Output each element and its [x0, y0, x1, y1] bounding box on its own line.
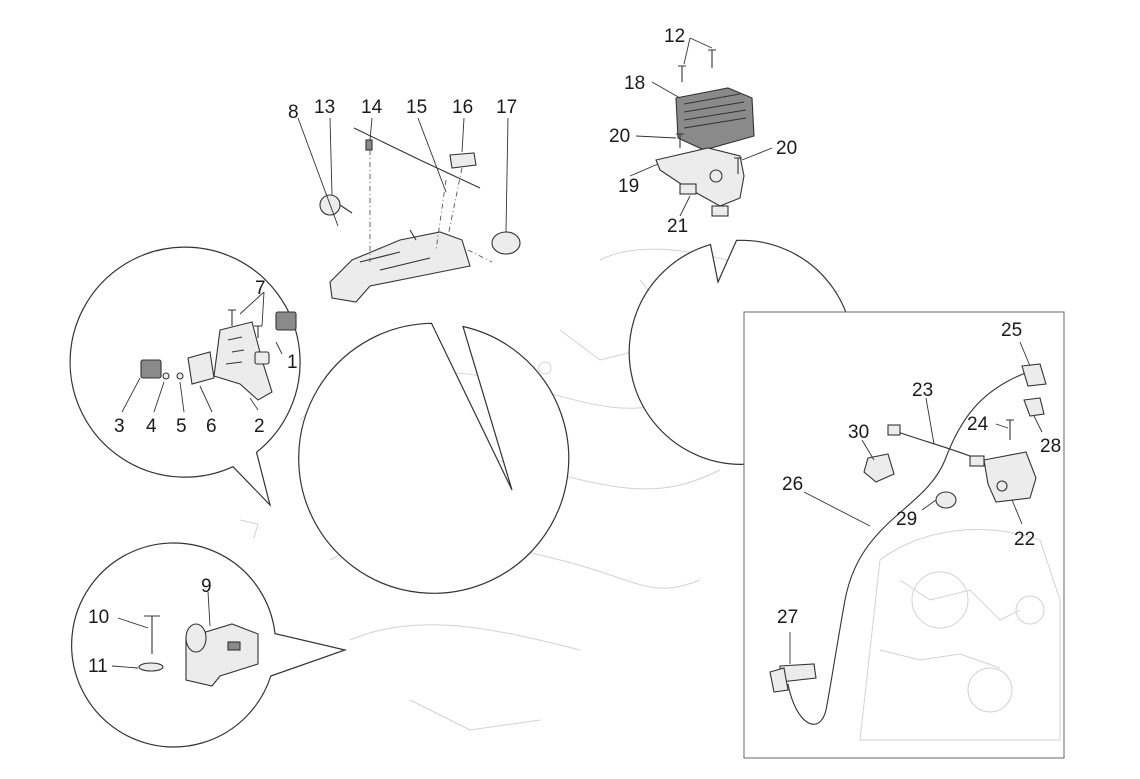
sensor-part-17	[491, 231, 521, 255]
callout-9: 9	[201, 576, 212, 597]
callout-11: 11	[88, 656, 108, 677]
engine-ghost	[859, 529, 1061, 741]
bracket-part-8	[329, 231, 471, 303]
grommet-part-29	[935, 491, 957, 509]
callout-23: 23	[912, 380, 933, 401]
callout-10: 10	[88, 607, 109, 628]
callout-15: 15	[406, 97, 427, 118]
bolt-part-24	[1006, 419, 1014, 440]
callout-12: 12	[664, 26, 685, 47]
callout-18: 18	[624, 73, 645, 94]
callout-6: 6	[206, 416, 217, 437]
callout-4: 4	[146, 416, 157, 437]
callout-13: 13	[314, 97, 335, 118]
callout-22: 22	[1014, 529, 1035, 550]
callout-8: 8	[288, 102, 299, 123]
washer-part-5	[176, 372, 184, 380]
callout-2: 2	[254, 416, 265, 437]
callout-25: 25	[1001, 320, 1022, 341]
cable-part-23	[897, 431, 976, 459]
callout-14: 14	[361, 97, 383, 118]
callout-bubble-a	[69, 246, 301, 508]
bolt-part-12b	[678, 65, 686, 82]
relay-part-3	[140, 359, 162, 379]
bracket-part-19	[655, 147, 745, 207]
callout-28: 28	[1040, 436, 1061, 457]
callout-17: 17	[496, 97, 517, 118]
clip-part-21a	[679, 183, 697, 195]
callout-19: 19	[618, 176, 639, 197]
callout-30: 30	[848, 422, 869, 443]
clip-part-21b	[711, 205, 729, 217]
callout-20-right: 20	[776, 138, 797, 159]
callout-16: 16	[452, 97, 473, 118]
washer-part-11	[138, 662, 164, 672]
callout-26: 26	[782, 474, 803, 495]
bracket-part-2	[213, 321, 273, 401]
ignition-detail-panel	[743, 311, 1065, 759]
callout-3: 3	[114, 416, 125, 437]
bolt-part-20a	[676, 133, 684, 148]
callout-5: 5	[176, 416, 187, 437]
cap-part-28	[1023, 397, 1045, 417]
callout-24: 24	[967, 414, 989, 435]
relay-part-1	[275, 311, 297, 331]
spark-cap-part-25	[1021, 363, 1047, 387]
callout-bubble-d	[71, 542, 348, 748]
ignition-coil-part-22	[983, 451, 1037, 503]
bolt-part-12a	[708, 49, 716, 68]
callout-27: 27	[777, 607, 798, 628]
callout-29: 29	[896, 509, 917, 530]
cable-part-14	[353, 127, 481, 189]
callout-1: 1	[287, 352, 298, 373]
nut-part-4	[162, 372, 170, 380]
bolt-part-20b	[734, 157, 742, 174]
clip-part-16	[449, 152, 477, 169]
screw-part-10	[144, 615, 160, 654]
clip-part-30	[863, 453, 895, 483]
callout-labels: 1 2 3 4 5 6 7 8 9 10 11 12 13 14 15 16 1…	[88, 26, 1061, 677]
bolt-part-7	[228, 309, 236, 326]
callout-21: 21	[667, 216, 688, 237]
callout-bubble-b	[297, 117, 570, 594]
ht-lead-part-26	[787, 371, 1029, 725]
callout-7: 7	[255, 278, 266, 299]
callout-20-left: 20	[609, 126, 630, 147]
plate-part-6	[187, 351, 215, 385]
